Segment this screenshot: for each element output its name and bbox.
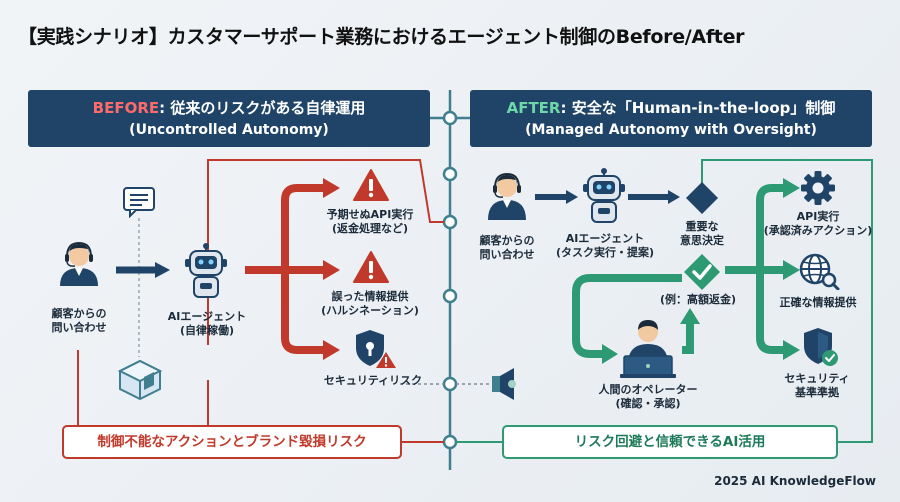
after-benefit-banner: リスク回避と信頼できるAI活用 — [502, 425, 838, 459]
before-outcome-misinfo: 誤った情報提供 (ハルシネーション) — [321, 290, 419, 317]
before-customer-label: 顧客からの 問い合わせ — [51, 307, 107, 334]
decision-diamond-icon — [686, 182, 718, 214]
gear-icon — [801, 171, 835, 205]
page-title: 【実践シナリオ】カスタマーサポート業務におけるエージェント制御のBefore/A… — [18, 26, 745, 48]
after-outcome-security: セキュリティ 基準準拠 — [784, 372, 850, 399]
after-keyword: AFTER — [506, 99, 561, 117]
after-header-title: : 安全な「Human-in-the-loop」制御 — [560, 99, 836, 117]
before-outcome-security: セキュリティリスク — [323, 374, 423, 387]
before-header-subtitle: (Uncontrolled Autonomy) — [129, 122, 329, 138]
customer-headset-icon — [488, 172, 526, 220]
after-header: AFTER: 安全な「Human-in-the-loop」制御 (Managed… — [470, 90, 872, 147]
shield-check-icon — [804, 328, 838, 366]
before-keyword: BEFORE — [92, 99, 160, 117]
after-agent-label: AIエージェント (タスク実行・提案) — [555, 232, 655, 259]
after-outcome-api: API実行 (承認済みアクション) — [763, 210, 873, 237]
before-agent-label: AIエージェント (自律稼働) — [167, 310, 247, 337]
after-outcome-info: 正確な情報提供 — [779, 296, 857, 309]
chat-bubble-icon — [123, 187, 155, 218]
operator-label: 人間のオペレーター (確認・承認) — [598, 383, 698, 410]
customer-headset-icon — [60, 241, 98, 286]
warning-triangle-icon — [353, 251, 389, 283]
ai-agent-robot-icon — [583, 168, 625, 223]
ai-agent-robot-icon — [185, 243, 227, 298]
approval-check-icon — [684, 254, 720, 290]
decision-label: 重要な 意思決定 — [680, 220, 724, 247]
human-operator-icon — [620, 320, 676, 378]
before-risk-banner: 制御不能なアクションとブランド毀損リスク — [62, 425, 402, 459]
after-customer-label: 顧客からの 問い合わせ — [479, 234, 535, 261]
cube-box-icon — [117, 359, 163, 401]
megaphone-icon — [492, 368, 516, 400]
decision-example-label: (例：高額返金) — [659, 293, 737, 306]
warning-triangle-icon — [353, 169, 389, 201]
footer-credit: 2025 AI KnowledgeFlow — [714, 474, 876, 488]
before-header: BEFORE: 従来のリスクがある自律運用 (Uncontrolled Auto… — [28, 90, 430, 147]
shield-lock-warning-icon — [356, 330, 396, 368]
globe-search-icon — [799, 253, 840, 290]
before-header-title: : 従来のリスクがある自律運用 — [159, 99, 366, 117]
after-header-subtitle: (Managed Autonomy with Oversight) — [525, 122, 817, 138]
before-outcome-api: 予期せぬAPI実行 (返金処理など) — [326, 208, 414, 235]
